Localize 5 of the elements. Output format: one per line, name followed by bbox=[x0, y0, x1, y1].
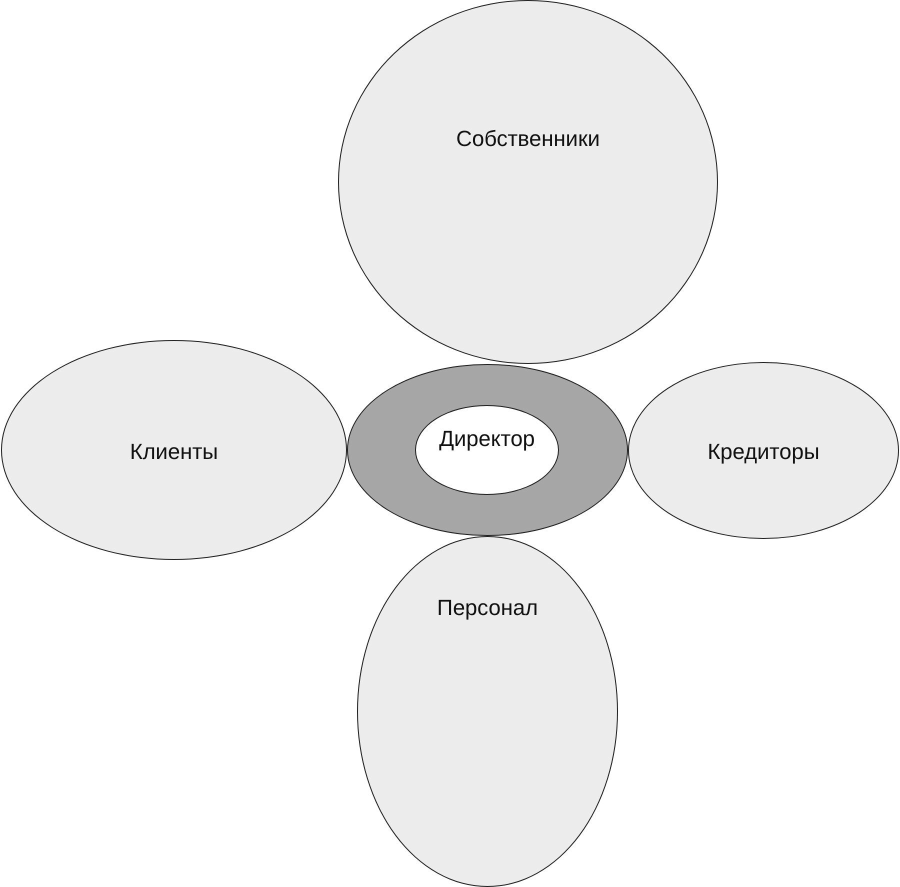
petal-label: Собственники bbox=[456, 128, 600, 152]
petal-label: Клиенты bbox=[130, 441, 218, 465]
center-label: Директор bbox=[439, 428, 535, 452]
petal-label: Персонал bbox=[437, 597, 538, 621]
petal-label: Кредиторы bbox=[707, 441, 820, 465]
